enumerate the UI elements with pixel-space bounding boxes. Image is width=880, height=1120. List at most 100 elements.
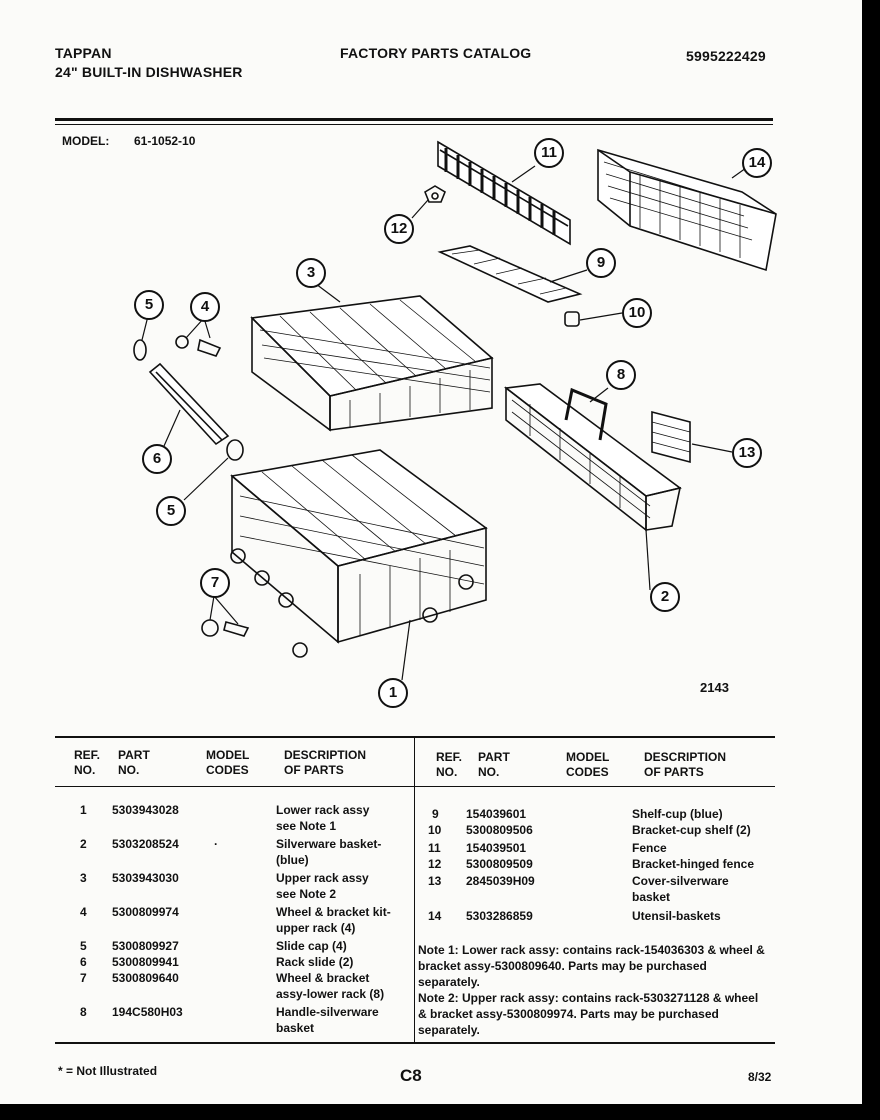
catalog-number: 5995222429	[686, 48, 766, 64]
rack-slide-part	[148, 362, 230, 446]
callout-8: 8	[606, 360, 636, 390]
table-rule-bottom	[55, 1042, 775, 1044]
part-description: Wheel & bracket kit- upper rack (4)	[276, 905, 391, 935]
ref-no: 5	[80, 939, 87, 953]
header-part-no: PART NO.	[478, 750, 510, 779]
cup-shelf-part	[437, 245, 583, 303]
ref-no: 2	[80, 837, 87, 851]
part-no: 154039601	[466, 807, 527, 821]
header-description: DESCRIPTION OF PARTS	[644, 750, 727, 779]
callout-4: 4	[190, 292, 220, 322]
part-description: Lower rack assy see Note 1	[276, 803, 370, 833]
ref-no: 11	[428, 841, 441, 855]
part-description: Silverware basket- (blue)	[276, 837, 382, 867]
wheel-bracket-lower-part	[201, 619, 250, 637]
figure-number: 2143	[700, 680, 729, 695]
table-rule-header	[55, 786, 775, 787]
brand-name: TAPPAN	[55, 45, 112, 61]
part-no: 5300809509	[466, 857, 533, 871]
ref-no: 6	[80, 955, 87, 969]
part-no: 5300809941	[112, 955, 179, 969]
page-code: C8	[400, 1066, 422, 1085]
catalog-title: FACTORY PARTS CATALOG	[340, 45, 532, 61]
product-name: 24" BUILT-IN DISHWASHER	[55, 64, 243, 80]
ref-no: 7	[80, 971, 87, 985]
table-divider	[414, 736, 415, 1042]
ref-no: 10	[428, 823, 442, 837]
callout-6: 6	[142, 444, 172, 474]
slide-cap-part	[133, 339, 244, 461]
part-description: Cover-silverware basket	[632, 874, 729, 904]
part-description: Fence	[632, 841, 667, 855]
callout-5a: 5	[134, 290, 164, 320]
part-description: Shelf-cup (blue)	[632, 807, 723, 821]
fence-part	[437, 140, 571, 246]
not-illustrated-legend: * = Not Illustrated	[58, 1064, 158, 1078]
ref-no: 13	[428, 874, 442, 888]
callout-12: 12	[384, 214, 414, 244]
lower-rack-part	[230, 449, 488, 658]
part-no: 5303943028	[112, 803, 179, 817]
ref-no: 8	[80, 1005, 87, 1019]
ref-no: 12	[428, 857, 442, 871]
table-rule-top	[55, 736, 775, 738]
part-no: 5303286859	[466, 909, 533, 923]
part-description: Handle-silverware basket	[276, 1005, 379, 1035]
part-no: 5300809927	[112, 939, 179, 953]
wheel-bracket-upper-part	[175, 335, 222, 357]
revision-date: 8/32	[748, 1070, 772, 1084]
header-part-no: PART NO.	[118, 748, 150, 777]
header-rule-top	[55, 118, 773, 121]
part-no: 5300809506	[466, 823, 533, 837]
header-model-codes: MODEL CODES	[566, 750, 610, 779]
callout-2: 2	[650, 582, 680, 612]
model-label: MODEL:	[62, 134, 110, 148]
callout-7: 7	[200, 568, 230, 598]
callout-10: 10	[622, 298, 652, 328]
callout-1: 1	[378, 678, 408, 708]
callout-11: 11	[534, 138, 564, 168]
header-rule-bottom	[55, 124, 773, 125]
note-2: Note 2: Upper rack assy: contains rack-5…	[418, 991, 759, 1037]
callout-14: 14	[742, 148, 772, 178]
ref-no: 3	[80, 871, 87, 885]
callout-13: 13	[732, 438, 762, 468]
basket-handle-part	[564, 387, 608, 441]
header-description: DESCRIPTION OF PARTS	[284, 748, 367, 777]
callout-5b: 5	[156, 496, 186, 526]
model-number: 61-1052-10	[134, 134, 196, 148]
model-code: ·	[214, 837, 218, 851]
part-description: Rack slide (2)	[276, 955, 354, 969]
callout-9: 9	[586, 248, 616, 278]
part-no: 2845039H09	[466, 874, 535, 888]
exploded-parts-diagram: 2 14 3	[133, 140, 777, 695]
part-no: 194C580H03	[112, 1005, 183, 1019]
callout-3: 3	[296, 258, 326, 288]
part-description: Utensil-baskets	[632, 909, 721, 923]
part-no: 154039501	[466, 841, 527, 855]
part-no: 5300809640	[112, 971, 179, 985]
bracket-hinged-fence-part	[424, 185, 446, 203]
silverware-basket-part	[503, 383, 682, 532]
upper-rack-part	[250, 295, 494, 432]
part-description: Bracket-hinged fence	[632, 857, 755, 871]
part-no: 5300809974	[112, 905, 179, 919]
part-description: Bracket-cup shelf (2)	[632, 823, 751, 837]
header-ref-no: REF. NO.	[436, 750, 463, 779]
leader-lines	[141, 165, 747, 681]
part-no: 5303943030	[112, 871, 179, 885]
basket-cover-part	[651, 410, 691, 464]
ref-no: 4	[80, 905, 87, 919]
part-description: Slide cap (4)	[276, 939, 347, 953]
ref-no: 9	[432, 807, 439, 821]
header-ref-no: REF. NO.	[74, 748, 101, 777]
utensil-baskets-part	[597, 148, 777, 272]
note-1: Note 1: Lower rack assy: contains rack-1…	[418, 943, 765, 989]
ref-no: 14	[428, 909, 442, 923]
ref-no: 1	[80, 803, 87, 817]
part-description: Wheel & bracket assy-lower rack (8)	[276, 971, 385, 1001]
header-model-codes: MODEL CODES	[206, 748, 250, 777]
part-no: 5303208524	[112, 837, 179, 851]
parts-catalog-page: TAPPAN 24" BUILT-IN DISHWASHER FACTORY P…	[0, 0, 862, 1104]
part-description: Upper rack assy see Note 2	[276, 871, 369, 901]
